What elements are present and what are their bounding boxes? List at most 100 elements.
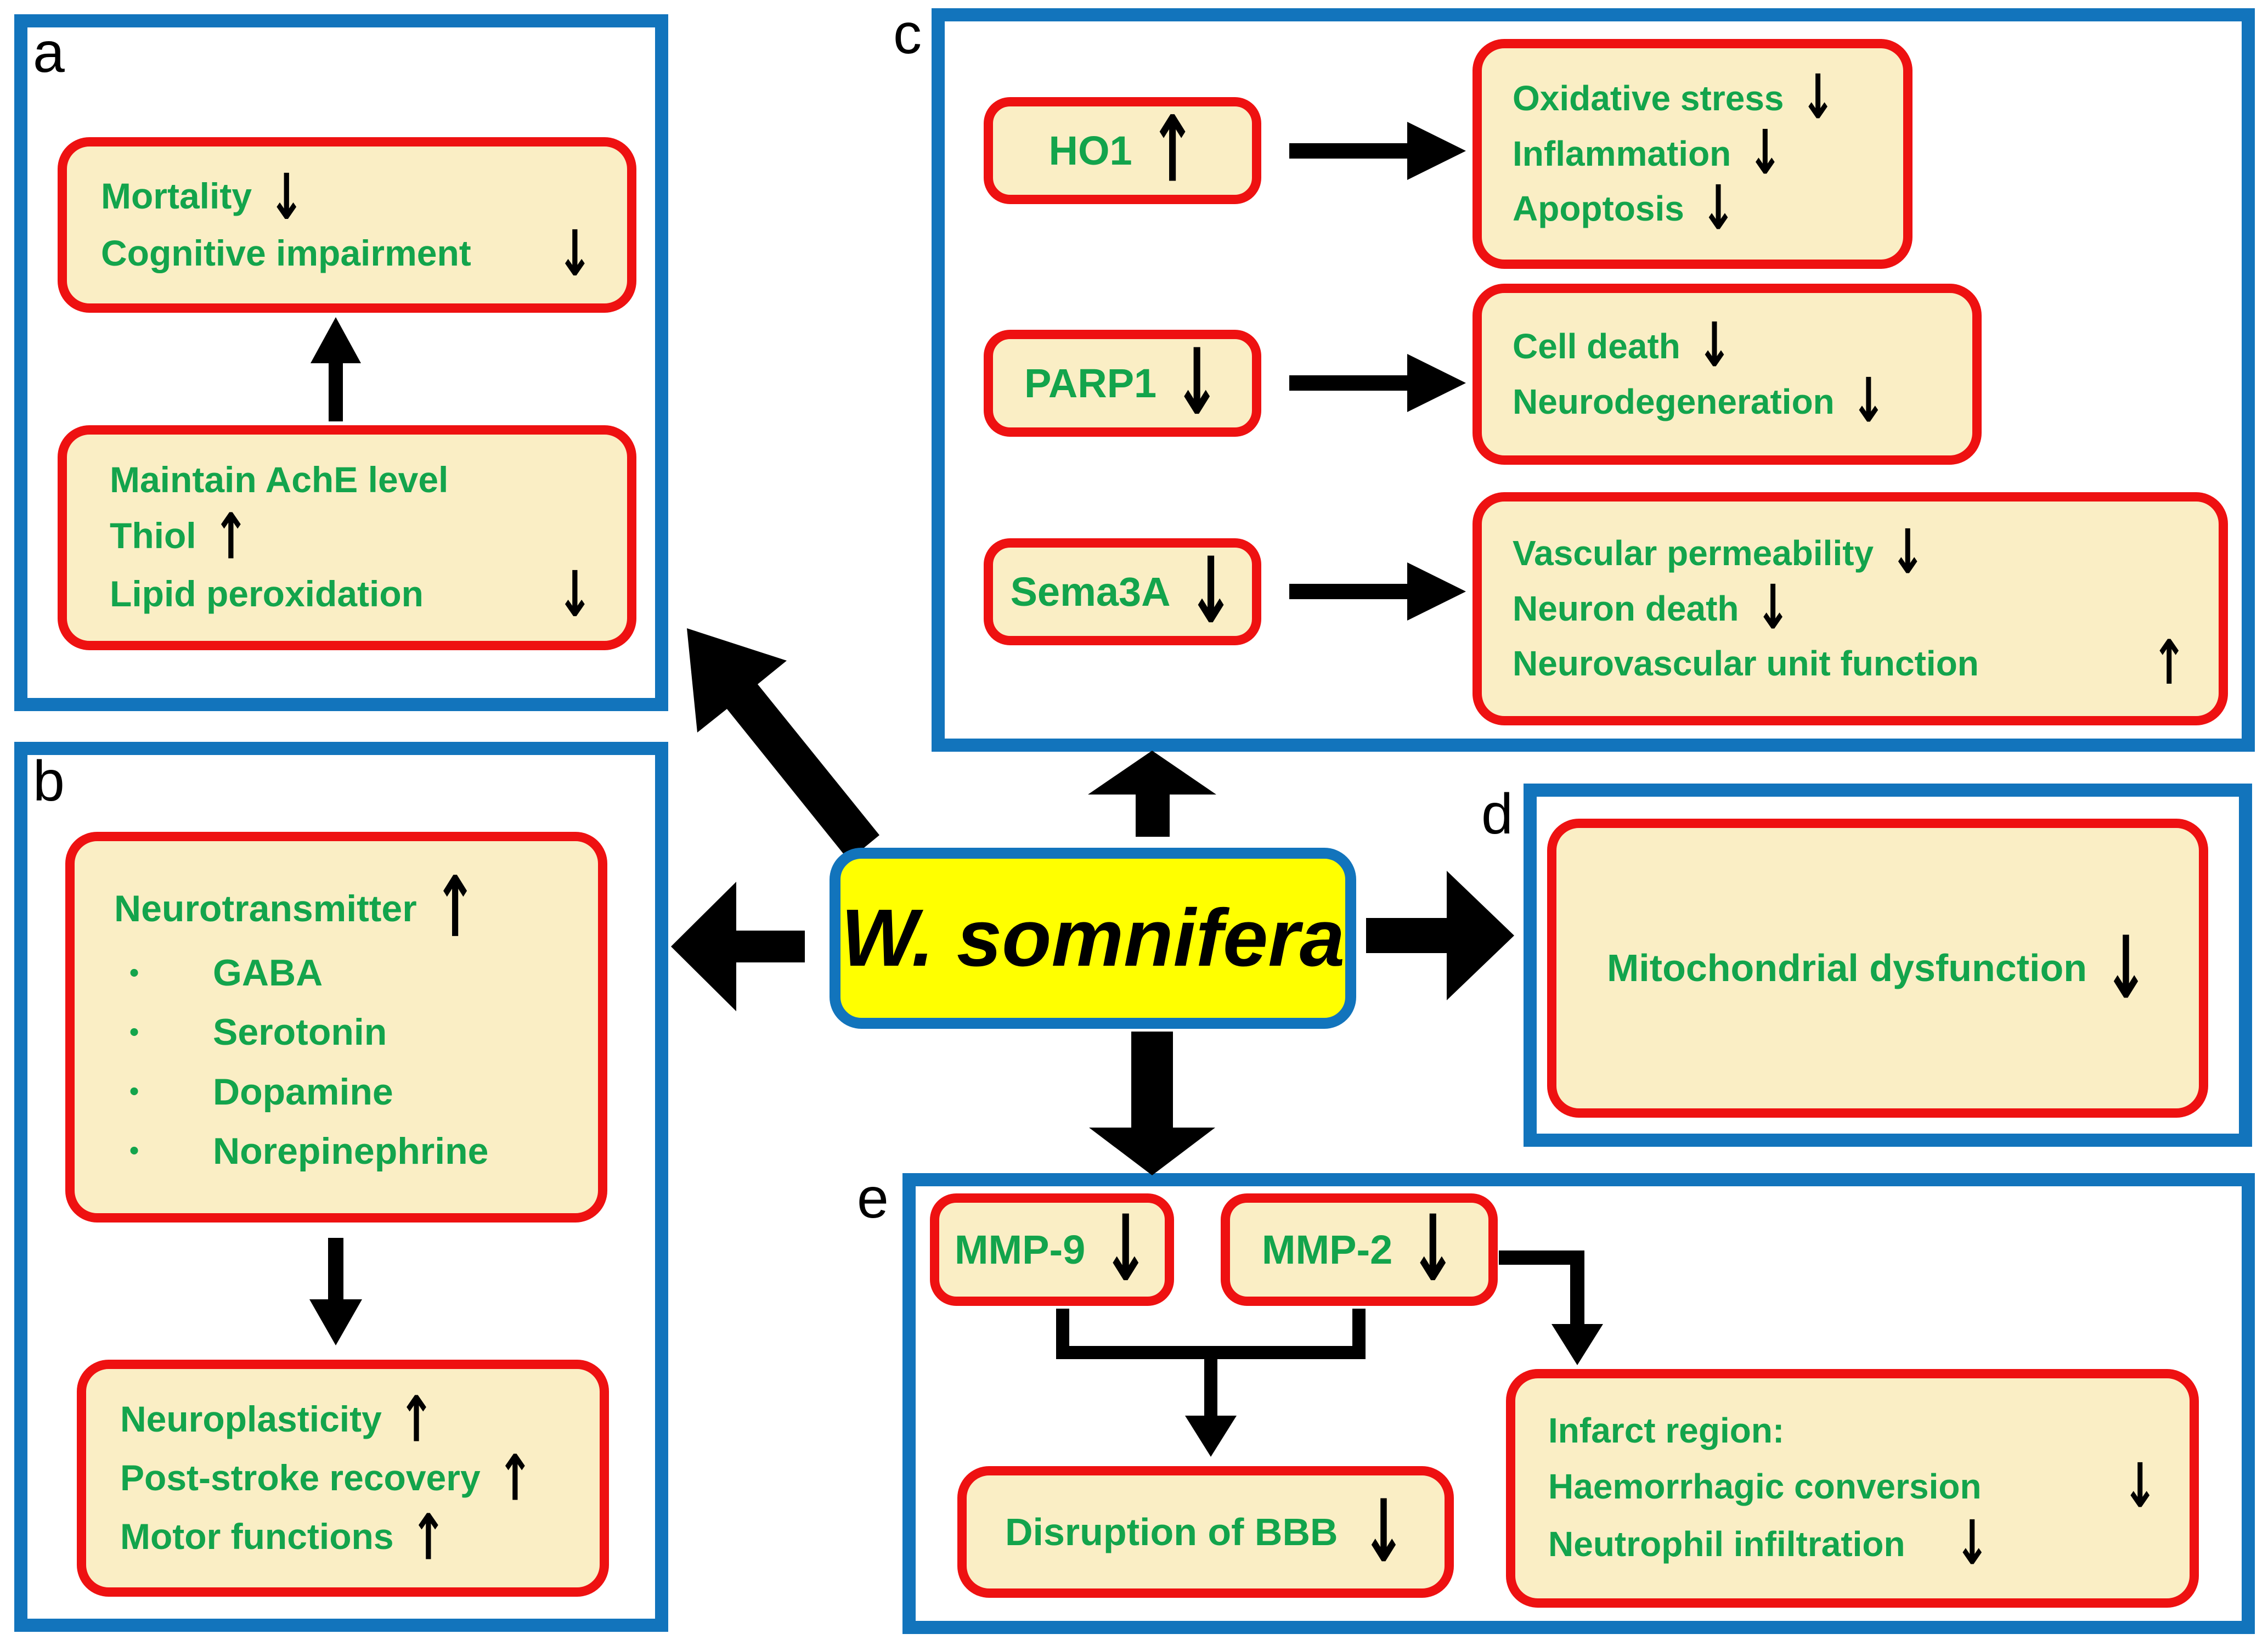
text-line: Mitochondrial dysfunction ↓ [1607, 925, 2148, 1011]
box-parp1: PARP1 ↓ [984, 330, 1261, 437]
bullet-item: • Serotonin [114, 1011, 576, 1053]
text-line: Maintain AchE level [110, 459, 593, 500]
bullet-icon: • [129, 1017, 139, 1047]
box-b-recovery: Neuroplasticity ↑ Post-stroke recovery ↑… [77, 1360, 609, 1597]
block-arrow-center-to-e [1089, 1032, 1215, 1175]
text-line: Neutrophil infiltration ↓ [1548, 1513, 2158, 1574]
text-line: Neurodegeneration ↓ [1513, 371, 1950, 432]
text-line: Inflammation ↓ [1513, 123, 1881, 184]
box-disruption-of-bbb: Disruption of BBB ↓ [957, 1466, 1454, 1598]
box-mitochondrial-dysfunction: Mitochondrial dysfunction ↓ [1547, 819, 2208, 1118]
box-sema3a: Sema3A ↓ [984, 538, 1261, 645]
bullet-item: • GABA [114, 952, 576, 994]
center-node-w-somnifera: W. somnifera [830, 848, 1356, 1029]
down-arrow-icon: ↓ [1700, 173, 1736, 244]
box-infarct-region: Infarct region: Haemorrhagic conversion … [1506, 1369, 2199, 1608]
text-line: Haemorrhagic conversion ↓ [1548, 1456, 2158, 1517]
down-arrow-icon: ↓ [2103, 918, 2148, 1018]
bracket-mmp-join [1056, 1309, 1366, 1359]
text-line: Mortality ↓ [101, 165, 593, 228]
label-oxidative-stress: Oxidative stress [1513, 78, 1784, 118]
bullet-item: • Norepinephrine [114, 1130, 576, 1172]
block-arrow-center-to-b [671, 882, 805, 1011]
down-arrow-icon: ↓ [1747, 117, 1783, 189]
label-haemorrhagic-conversion: Haemorrhagic conversion [1548, 1467, 1982, 1507]
label-post-stroke-recovery: Post-stroke recovery [120, 1457, 481, 1498]
text-line: Neuron death ↓ [1513, 578, 2187, 639]
panel-b-label: b [33, 750, 65, 813]
down-arrow-icon: ↓ [268, 159, 305, 234]
label-dopamine: Dopamine [213, 1071, 393, 1113]
down-arrow-icon: ↓ [556, 216, 593, 290]
label-neurovascular-unit-function: Neurovascular unit function [1513, 644, 1979, 684]
text-line: Post-stroke recovery ↑ [120, 1446, 578, 1509]
down-arrow-icon: ↓ [556, 556, 593, 631]
up-arrow-icon: ↑ [1148, 97, 1197, 203]
down-arrow-icon: ↓ [1954, 1508, 1990, 1579]
label-neuroplasticity: Neuroplasticity [120, 1398, 382, 1439]
bracket-stem-head [1185, 1416, 1237, 1457]
arrow-ho1-head [1407, 122, 1466, 180]
box-b-neurotransmitters: Neurotransmitter ↑ • GABA • Serotonin • … [65, 832, 607, 1223]
down-arrow-icon: ↓ [1696, 310, 1733, 381]
label-infarct-region: Infarct region: [1548, 1410, 1785, 1450]
label-mmp9: MMP-9 [954, 1227, 1086, 1272]
down-arrow-icon: ↓ [1173, 330, 1221, 436]
label-serotonin: Serotonin [213, 1011, 387, 1054]
label-mortality: Mortality [101, 176, 252, 217]
bullet-icon: • [129, 957, 139, 988]
block-arrow-center-to-a [687, 628, 879, 860]
down-arrow-icon: ↓ [1361, 1481, 1406, 1582]
text-line: Lipid peroxidation ↓ [110, 562, 593, 626]
bullet-item: • Dopamine [114, 1071, 576, 1113]
text-line: Neurovascular unit function ↑ [1513, 633, 2187, 694]
label-neuron-death: Neuron death [1513, 588, 1739, 628]
text-line: Cognitive impairment ↓ [101, 222, 593, 285]
text-line: Infarct region: [1548, 1411, 2158, 1451]
label-motor-functions: Motor functions [120, 1516, 394, 1557]
arrow-b-box1-to-box2 [309, 1238, 362, 1345]
label-cognitive-impairment: Cognitive impairment [101, 232, 471, 273]
label-neutrophil-infiltration: Neutrophil infiltration [1548, 1524, 1905, 1564]
arrow-a-box2-to-box1 [311, 317, 361, 421]
up-arrow-icon: ↑ [2151, 628, 2187, 699]
down-arrow-icon: ↓ [1409, 1196, 1457, 1302]
down-arrow-icon: ↓ [1755, 572, 1791, 644]
panel-c-label: c [893, 2, 922, 66]
down-arrow-icon: ↓ [1890, 517, 1926, 588]
label-neurodegeneration: Neurodegeneration [1513, 381, 1835, 421]
box-sema3a-effects: Vascular permeability ↓ Neuron death ↓ N… [1472, 492, 2228, 725]
down-arrow-icon: ↓ [1800, 62, 1836, 133]
box-ho1: HO1 ↑ [984, 97, 1261, 204]
block-arrow-center-to-d [1366, 871, 1514, 1000]
label-sema3a: Sema3A [1010, 569, 1171, 615]
label-neurotransmitter: Neurotransmitter [114, 887, 417, 929]
text-line: Disruption of BBB ↓ [1005, 1489, 1406, 1575]
bullet-icon: • [129, 1136, 139, 1166]
label-apoptosis: Apoptosis [1513, 189, 1684, 229]
text-line: Vascular permeability ↓ [1513, 522, 2187, 583]
text-line: Neurotransmitter ↑ [114, 866, 576, 950]
text-line: Neuroplasticity ↑ [120, 1388, 578, 1451]
label-lipid-peroxidation: Lipid peroxidation [110, 573, 424, 614]
box-ho1-effects: Oxidative stress ↓ Inflammation ↓ Apopto… [1472, 39, 1912, 269]
label-vascular-permeability: Vascular permeability [1513, 533, 1874, 573]
arrow-parp1-head [1407, 354, 1466, 412]
down-arrow-icon: ↓ [1850, 365, 1887, 437]
label-inflammation: Inflammation [1513, 133, 1731, 173]
text-line: Cell death ↓ [1513, 316, 1950, 376]
up-arrow-icon: ↑ [433, 859, 477, 956]
up-arrow-icon: ↑ [410, 1500, 447, 1574]
panel-d-label: d [1481, 782, 1513, 846]
text-line: Motor functions ↑ [120, 1505, 578, 1568]
label-mmp2: MMP-2 [1261, 1227, 1393, 1272]
box-mmp2: MMP-2 ↓ [1221, 1193, 1498, 1306]
block-arrow-center-to-c [1088, 751, 1216, 837]
label-cell-death: Cell death [1513, 326, 1680, 366]
text-line: Oxidative stress ↓ [1513, 67, 1881, 128]
elbow-mmp2-to-infarct [1499, 1250, 1584, 1328]
label-maintain-ache: Maintain AchE level [110, 459, 449, 500]
box-parp1-effects: Cell death ↓ Neurodegeneration ↓ [1472, 284, 1982, 465]
